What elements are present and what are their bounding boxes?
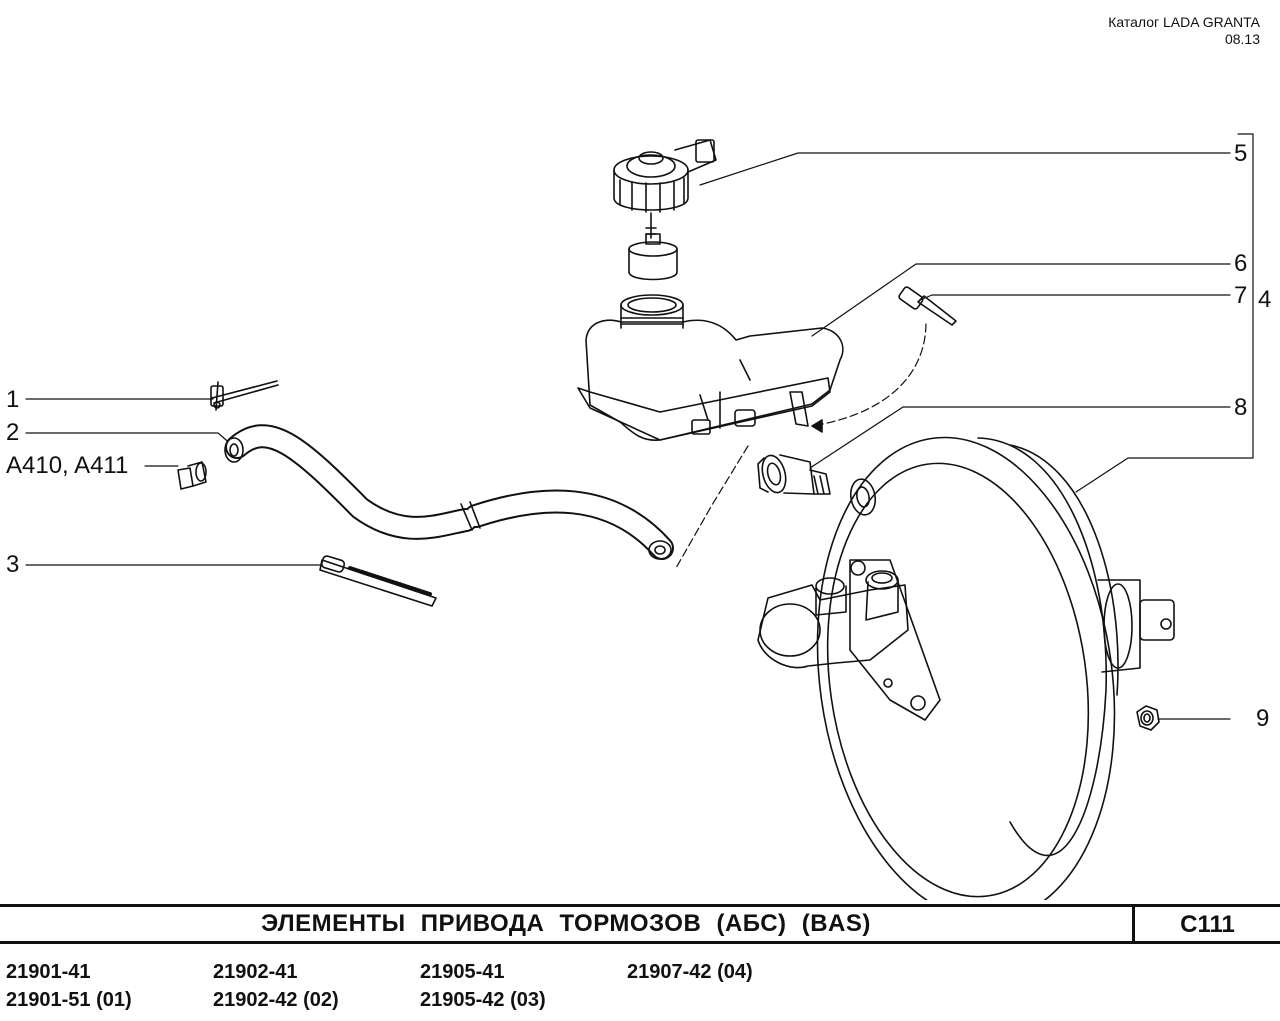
part-7-pin: [898, 286, 957, 326]
callout-9: 9: [1256, 705, 1270, 732]
routing-arrow: [811, 419, 823, 433]
model-code: 21901-41: [6, 961, 91, 983]
part-9-nut: [1136, 705, 1160, 731]
leader-lines: [25, 133, 1254, 720]
callout-3: 3: [6, 551, 20, 578]
catalog-header: Каталог LADA GRANTA 08.13: [1108, 14, 1260, 48]
page-title: ЭЛЕМЕНТЫ ПРИВОДА ТОРМОЗОВ (АБС) (BAS): [261, 910, 871, 937]
brake-assembly-diagram: [25, 133, 1254, 900]
page-code: C111: [1180, 911, 1235, 938]
footer-title-bar: ЭЛЕМЕНТЫ ПРИВОДА ТОРМОЗОВ (АБС) (BAS) C1…: [0, 904, 1280, 944]
part-6-reservoir: [577, 294, 844, 441]
part-float: [628, 233, 678, 281]
model-code: 21905-42 (03): [420, 989, 546, 1011]
model-code: 21902-41: [213, 961, 298, 983]
callout-a410: A410, A411: [6, 452, 129, 479]
part-1-clip: [210, 380, 279, 411]
part-3-cable-tie: [319, 555, 437, 607]
callout-5: 5: [1234, 140, 1248, 167]
callout-1: 1: [6, 386, 20, 413]
callout-6: 6: [1234, 250, 1248, 277]
title-divider: [1132, 907, 1135, 941]
callout-7: 7: [1234, 282, 1248, 309]
callout-4: 4: [1258, 286, 1272, 313]
part-8-connector: [757, 454, 831, 495]
model-code: 21907-42 (04): [627, 961, 753, 983]
model-code: 21902-42 (02): [213, 989, 339, 1011]
part-4-vacuum-booster: [757, 436, 1175, 900]
callout-8: 8: [1234, 394, 1248, 421]
catalog-date: 08.13: [1224, 31, 1260, 47]
routing-dashes: [675, 323, 927, 569]
part-2-hose: [224, 424, 674, 560]
part-5-cap: [613, 139, 717, 239]
model-code: 21905-41: [420, 961, 505, 983]
model-code: 21901-51 (01): [6, 989, 132, 1011]
callout-2: 2: [6, 419, 20, 446]
part-a410-fitting: [177, 461, 207, 490]
catalog-title: Каталог LADA GRANTA: [1108, 14, 1260, 30]
